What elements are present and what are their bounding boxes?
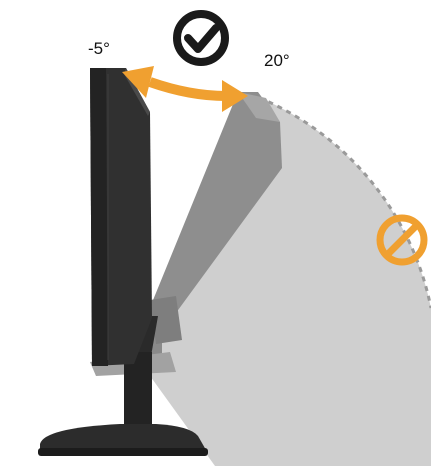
forward-tilt-label: -5° (88, 39, 110, 58)
check-circle-icon (173, 10, 229, 66)
no-entry-icon (376, 214, 428, 266)
tilt-range-arrow (122, 66, 248, 112)
backward-tilt-label: 20° (264, 51, 290, 70)
monitor-upright (90, 68, 152, 366)
